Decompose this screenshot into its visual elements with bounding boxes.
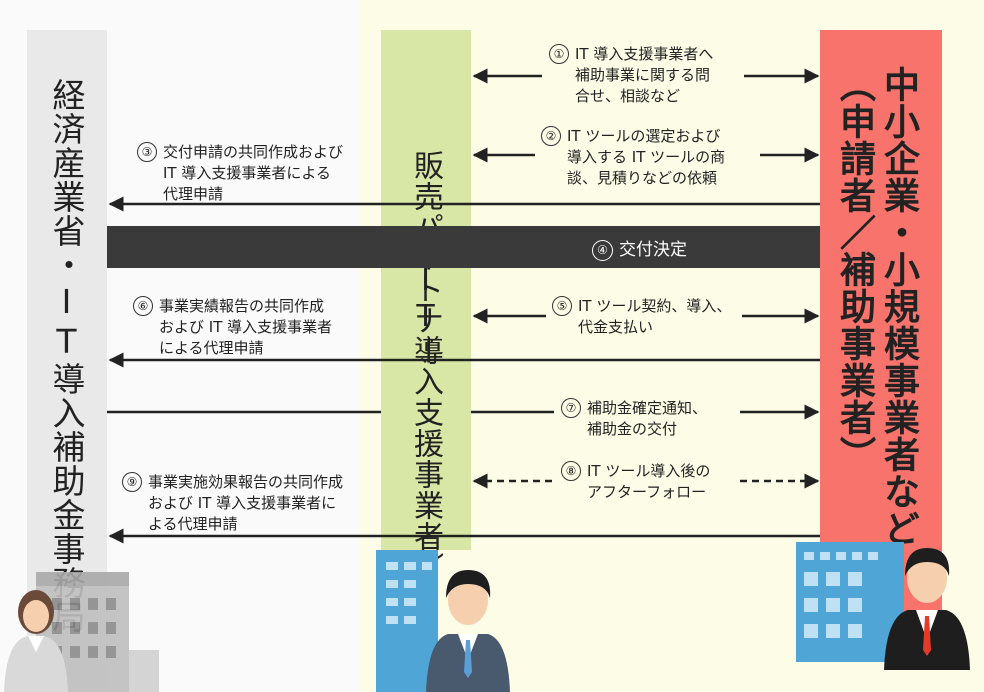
step-8-label: ⑧ IT ツール導入後の アフターフォロー [561,461,710,503]
step-1-line-3: 合せ、相談など [575,87,681,105]
step-3-line-2: IT 導入支援事業者による [163,164,331,182]
partner-sublabel: （IT導入支援事業者） [408,232,443,583]
step-2-line-2: 導入する IT ツールの商 [567,148,726,166]
step-5-label: ⑤ IT ツール契約、導入、 代金支払い [552,296,731,338]
person-man-icon [426,570,510,692]
building-icon [376,550,438,692]
step-4-text: 交付決定 [619,240,687,260]
step-5-line-2: 代金支払い [578,318,654,336]
step-1-line-1: IT 導入支援事業者へ [575,45,714,63]
step-6-number: ⑥ [133,296,153,316]
step-4-label: ④ 交付決定 [592,235,687,261]
step-1-line-2: 補助事業に関する問 [575,66,711,84]
step-2-line-3: 談、見積りなどの依頼 [567,169,718,187]
step-6-line-2: および IT 導入支援事業者 [159,318,333,336]
step-7-line-2: 補助金の交付 [587,420,678,438]
person-man-icon [884,548,970,670]
step-6-label: ⑥ 事業実績報告の共同作成 および IT 導入支援事業者 による代理申請 [133,296,332,359]
step-9-line-3: よる代理申請 [148,515,238,533]
step-8-number: ⑧ [561,461,581,481]
person-woman-icon [4,590,68,692]
step-6-line-1: 事業実績報告の共同作成 [159,297,325,315]
step-7-label: ⑦ 補助金確定通知、 補助金の交付 [561,398,707,440]
step-8-line-1: IT ツール導入後の [587,462,711,480]
step-9-label: ⑨ 事業実施効果報告の共同作成 および IT 導入支援事業者に よる代理申請 [122,472,343,535]
step-3-label: ③ 交付申請の共同作成および IT 導入支援事業者による 代理申請 [137,142,343,205]
step-1-number: ① [549,44,569,64]
step-3-line-1: 交付申請の共同作成および [163,143,344,161]
step-3-line-3: 代理申請 [163,185,224,203]
step-8-line-2: アフターフォロー [587,483,707,501]
step-5-number: ⑤ [552,296,572,316]
step-7-line-1: 補助金確定通知、 [587,399,708,417]
step-5-line-1: IT ツール契約、導入、 [578,297,732,315]
partner-column [381,30,471,550]
building-icon [796,542,904,662]
sme-label: 中小企業・小規模事業者など [878,66,919,547]
step-3-number: ③ [137,142,157,162]
step-9-line-2: および IT 導入支援事業者に [148,494,337,512]
step-9-number: ⑨ [122,472,142,492]
ministry-label: 経済産業省・IT導入補助金事務局 [47,78,86,634]
step-9-line-1: 事業実施効果報告の共同作成 [148,473,344,491]
sme-sublabel: （申請者／補助事業者） [834,66,875,473]
step-7-number: ⑦ [561,398,581,418]
step-6-line-3: による代理申請 [159,339,264,357]
grant-decision-bar [107,226,820,268]
step-4-number: ④ [592,240,613,261]
step-2-line-1: IT ツールの選定および [567,127,721,145]
step-2-number: ② [541,126,561,146]
building-icon [36,572,159,692]
step-1-label: ① IT 導入支援事業者へ 補助事業に関する問 合せ、相談など [549,44,713,107]
step-2-label: ② IT ツールの選定および 導入する IT ツールの商 談、見積りなどの依頼 [541,126,725,189]
